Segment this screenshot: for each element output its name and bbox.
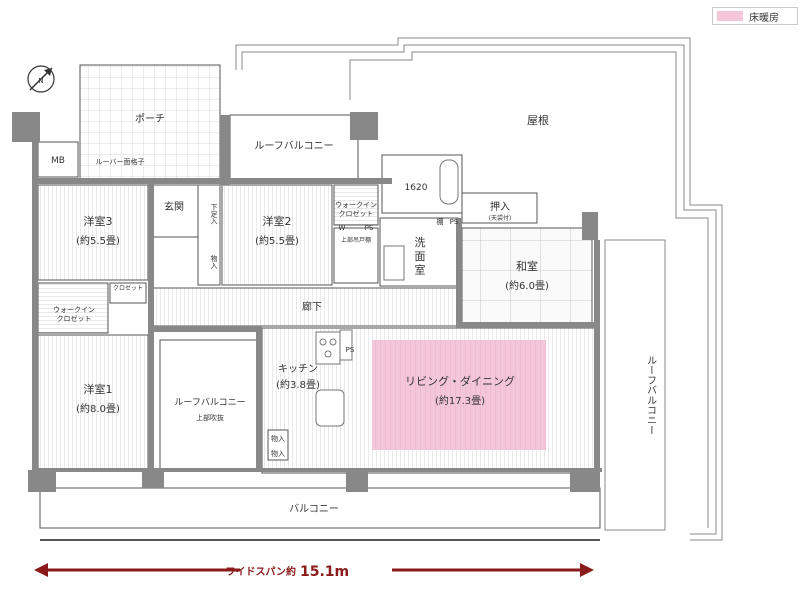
bedroom-1-size: (約8.0畳) [76, 402, 120, 415]
storage-kitchen-icon [339, 329, 353, 361]
bedroom-2-name: 洋室2 [263, 214, 292, 228]
legend: 床暖房 [712, 7, 798, 25]
closet-label: クロゼット [113, 284, 143, 292]
bedroom-1-name: 洋室1 [84, 382, 113, 396]
roof-balcony-mid-sub: 上部吹抜 [196, 413, 224, 422]
walls [12, 112, 602, 492]
bedroom-3-area [37, 184, 149, 281]
storage-2-label: 物入 [271, 434, 285, 443]
linen-area [333, 227, 379, 284]
compass-icon [27, 65, 55, 93]
washitsu-name: 和室 [516, 259, 538, 273]
bedroom-2-size: (約5.5畳) [255, 234, 299, 247]
louver-label: ルーバー面格子 [96, 157, 145, 166]
washitsu-size: (約6.0畳) [505, 279, 549, 292]
storage-1-label: 物入 [210, 254, 218, 269]
mb-label: MB [51, 156, 65, 166]
kitchen-size: (約3.8畳) [276, 378, 320, 391]
walkin-closet-2-label: ウォークインクロゼット [335, 201, 377, 218]
ps-2-label: PS [450, 218, 459, 226]
compass-label: N [38, 77, 43, 85]
bathtub-icon [439, 159, 459, 205]
walkin-closet-2-area [333, 184, 379, 226]
span-prefix: ワイドスパン約 [226, 565, 297, 578]
walkin-closet-left-label: ウォークインクロゼット [53, 306, 95, 323]
sink-icon [315, 389, 345, 427]
bedroom-3-name: 洋室3 [84, 214, 113, 228]
wash-mark-label: W [339, 224, 346, 232]
bath-size-label: 1620 [405, 183, 428, 193]
roof-balcony-top-area [229, 114, 359, 182]
span-arrow [34, 563, 594, 577]
linen-label: 上部吊戸棚 [341, 236, 371, 244]
legend-label: 床暖房 [749, 12, 779, 24]
storage-2-area [267, 429, 289, 461]
kitchen-name: キッチン [278, 363, 318, 375]
porch-area [79, 64, 221, 181]
ps-1-label: PS [365, 224, 374, 232]
balcony-area [39, 487, 601, 529]
shoebox-label: 下足入 [210, 204, 218, 225]
roof-balcony-top-label: ルーフバルコニー [254, 140, 333, 152]
mb-area [37, 141, 79, 178]
storage-3-label: 物入 [271, 449, 285, 458]
closet-area [109, 282, 147, 304]
porch-label: ポーチ [135, 113, 165, 125]
floor-heating-zone [372, 340, 546, 450]
roof-balcony-mid-label: ルーフバルコニー [174, 397, 245, 408]
shoebox-area [197, 184, 221, 286]
living-name: リビング・ダイニング [405, 374, 515, 388]
laundry-shelf-label: 棚 [437, 217, 444, 226]
stove-icon [315, 331, 341, 365]
roof-label: 屋根 [527, 113, 549, 127]
bedroom-1-area [37, 334, 149, 471]
washer-icon [383, 245, 405, 281]
oshiire-label: 押入 [490, 200, 510, 213]
roof-balcony-right-label: ルーフバルコニー [645, 355, 657, 435]
entrance-label: 玄関 [164, 200, 184, 213]
washitsu-area [461, 227, 593, 324]
oshiire-area [461, 192, 538, 224]
roof-outline [235, 37, 723, 541]
span-value: 15.1m [300, 564, 349, 580]
legend-swatch-floor-heating [717, 11, 743, 21]
roof-balcony-mid-area [159, 339, 261, 471]
hallway-label: 廊下 [302, 300, 322, 313]
oshiire-sub-label: (天袋付) [489, 214, 512, 222]
bedroom-2-area [221, 184, 333, 286]
washroom-label: 洗面室 [415, 236, 426, 277]
bedroom-3-size: (約5.5畳) [76, 234, 120, 247]
ps-3-label: PS [346, 346, 355, 354]
balcony-label: バルコニー [289, 503, 339, 515]
living-size: (約17.3畳) [435, 394, 485, 407]
roof-balcony-right-area [604, 239, 666, 531]
